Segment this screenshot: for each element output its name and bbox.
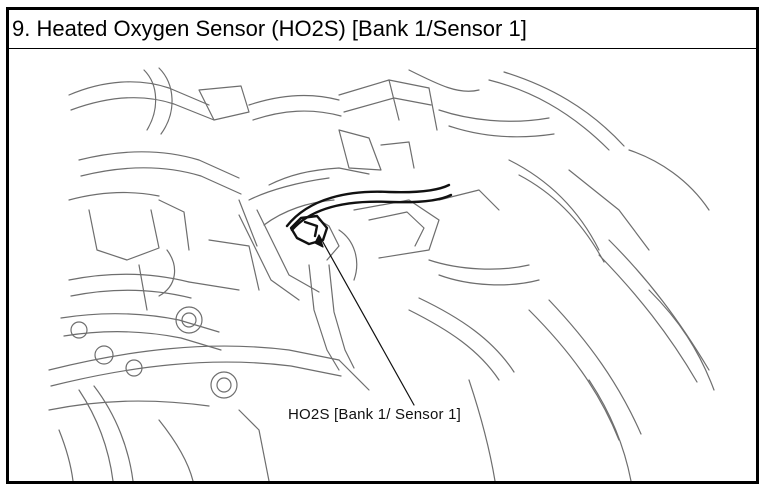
- ho2s-callout-label: HO2S [Bank 1/ Sensor 1]: [288, 406, 462, 423]
- callout-leader: [314, 234, 415, 406]
- mounting-bolts: [70, 306, 238, 399]
- left-engine-block: [60, 151, 260, 351]
- engine-bay-illustration: HO2S [Bank 1/ Sensor 1]: [9, 50, 756, 481]
- lower-exhaust-pipes: [48, 149, 715, 481]
- upper-hoses: [68, 67, 625, 171]
- engine-line-drawing: [48, 67, 715, 481]
- diagram-frame: 9. Heated Oxygen Sensor (HO2S) [Bank 1/S…: [6, 7, 759, 484]
- ho2s-sensor-wire: [285, 183, 453, 246]
- title-bar: 9. Heated Oxygen Sensor (HO2S) [Bank 1/S…: [9, 10, 756, 49]
- exhaust-manifold: [238, 159, 710, 383]
- page-title: 9. Heated Oxygen Sensor (HO2S) [Bank 1/S…: [12, 16, 527, 41]
